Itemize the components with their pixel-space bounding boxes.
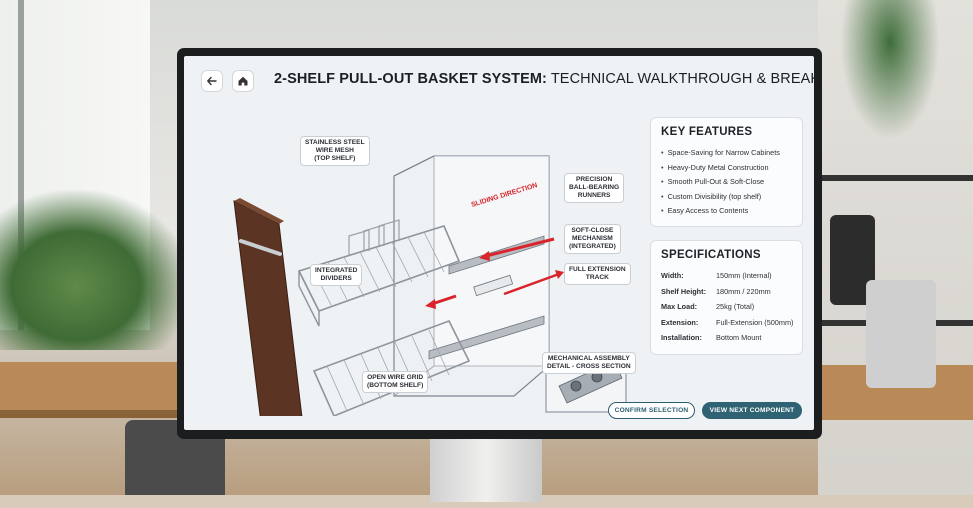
page-title-bold: 2-SHELF PULL-OUT BASKET SYSTEM: xyxy=(274,71,547,87)
arrow-left-icon xyxy=(207,76,217,86)
spec-label: Width: xyxy=(661,271,684,280)
window-frame xyxy=(18,0,24,330)
key-features-panel: KEY FEATURES Space-Saving for Narrow Cab… xyxy=(650,117,803,227)
spec-value: 180mm / 220mm xyxy=(716,286,771,296)
spec-label: Extension: xyxy=(661,317,699,327)
table-row: Shelf Height: 180mm / 220mm xyxy=(661,287,793,296)
home-icon xyxy=(238,76,248,86)
spec-value: Full-Extension (500mm) xyxy=(716,317,794,327)
page-title-rest: TECHNICAL WALKTHROUGH & BREAKDOWN xyxy=(550,71,814,87)
callout-top-mesh: STAINLESS STEEL WIRE MESH (TOP SHELF) xyxy=(300,136,370,166)
view-next-component-button[interactable]: VIEW NEXT COMPONENT xyxy=(702,402,802,419)
feature-list: Space-Saving for Narrow Cabinets Heavy-D… xyxy=(661,148,780,221)
coffee-grinder xyxy=(866,280,936,388)
callout-dividers: INTEGRATED DIVIDERS xyxy=(310,264,363,286)
callout-soft-close: SOFT-CLOSE MECHANISM (INTEGRATED) xyxy=(564,224,621,254)
spec-value: Bottom Mount xyxy=(716,333,762,343)
home-button[interactable] xyxy=(232,70,254,92)
desk-edge xyxy=(0,410,185,418)
spec-label: Installation: xyxy=(661,333,702,343)
page-title: 2-SHELF PULL-OUT BASKET SYSTEM: TECHNICA… xyxy=(274,71,814,87)
list-item: Heavy-Duty Metal Construction xyxy=(661,163,780,172)
table-row: Width: 150mm (Internal) xyxy=(661,271,793,280)
background-plant xyxy=(0,190,190,350)
list-item: Smooth Pull-Out & Soft-Close xyxy=(661,177,780,186)
monitor-stand xyxy=(430,436,542,502)
monitor-screen: 2-SHELF PULL-OUT BASKET SYSTEM: TECHNICA… xyxy=(184,56,814,430)
specifications-panel: SPECIFICATIONS Width: 150mm (Internal) S… xyxy=(650,240,803,355)
spec-value: 25kg (Total) xyxy=(716,302,755,312)
list-item: Space-Saving for Narrow Cabinets xyxy=(661,148,780,157)
specifications-title: SPECIFICATIONS xyxy=(661,249,761,261)
confirm-selection-button[interactable]: CONFIRM SELECTION xyxy=(608,402,695,419)
table-row: Installation: Bottom Mount xyxy=(661,333,793,342)
key-features-title: KEY FEATURES xyxy=(661,126,753,138)
callout-mechanical-detail: MECHANICAL ASSEMBLY DETAIL - CROSS SECTI… xyxy=(542,352,636,374)
spec-value: 150mm (Internal) xyxy=(716,271,772,280)
spec-label: Shelf Height: xyxy=(661,286,706,296)
table-row: Extension: Full-Extension (500mm) xyxy=(661,318,793,327)
list-item: Easy Access to Contents xyxy=(661,206,780,215)
callout-bottom-grid: OPEN WIRE GRID (BOTTOM SHELF) xyxy=(362,371,429,393)
table-row: Max Load: 25kg (Total) xyxy=(661,302,793,311)
hanging-plant xyxy=(840,0,940,140)
callout-runners: PRECISION BALL-BEARING RUNNERS xyxy=(564,173,625,203)
background-desk-left xyxy=(0,362,185,418)
callout-full-extension: FULL EXTENSION TRACK xyxy=(564,263,631,285)
basket-diagram: STAINLESS STEEL WIRE MESH (TOP SHELF) PR… xyxy=(224,96,644,430)
spec-table: Width: 150mm (Internal) Shelf Height: 18… xyxy=(661,271,793,349)
spec-label: Max Load: xyxy=(661,302,698,312)
shelf-bar xyxy=(818,175,973,181)
list-item: Custom Divisibility (top shelf) xyxy=(661,192,780,201)
back-button[interactable] xyxy=(201,70,223,92)
